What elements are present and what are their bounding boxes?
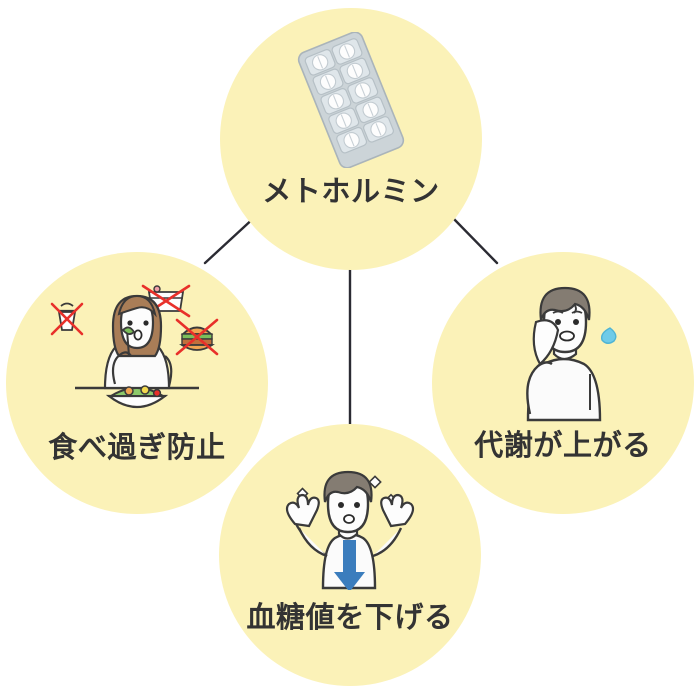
person-arms-raised-icon — [285, 470, 415, 590]
pill-blister-pack-icon — [297, 32, 405, 168]
hand-icon — [380, 493, 415, 528]
node-metabolism-up[interactable]: 代謝が上がる — [432, 252, 694, 514]
burger-icon — [175, 318, 219, 356]
connector-center-to-left — [203, 214, 258, 265]
man-wiping-sweat-icon — [526, 286, 617, 422]
node-label-metformin: メトホルミン — [262, 176, 440, 208]
node-label-metabolism-up: 代謝が上がる — [474, 430, 652, 462]
sweat-drop-icon — [600, 327, 617, 344]
node-label-lower-blood-sugar: 血糖値を下げる — [246, 602, 454, 634]
down-arrow-icon — [334, 540, 365, 590]
node-lower-blood-sugar[interactable]: 血糖値を下げる — [219, 424, 481, 686]
node-prevent-overeating[interactable]: 食べ過ぎ防止 — [6, 252, 268, 514]
node-label-prevent-overeating: 食べ過ぎ防止 — [48, 432, 226, 464]
connector-center-to-right — [449, 214, 499, 265]
node-metformin[interactable]: メトホルミン — [220, 8, 482, 270]
hand-icon — [285, 493, 320, 528]
drink-cup-icon — [50, 302, 84, 336]
woman-eating-salad-icon — [50, 284, 219, 408]
